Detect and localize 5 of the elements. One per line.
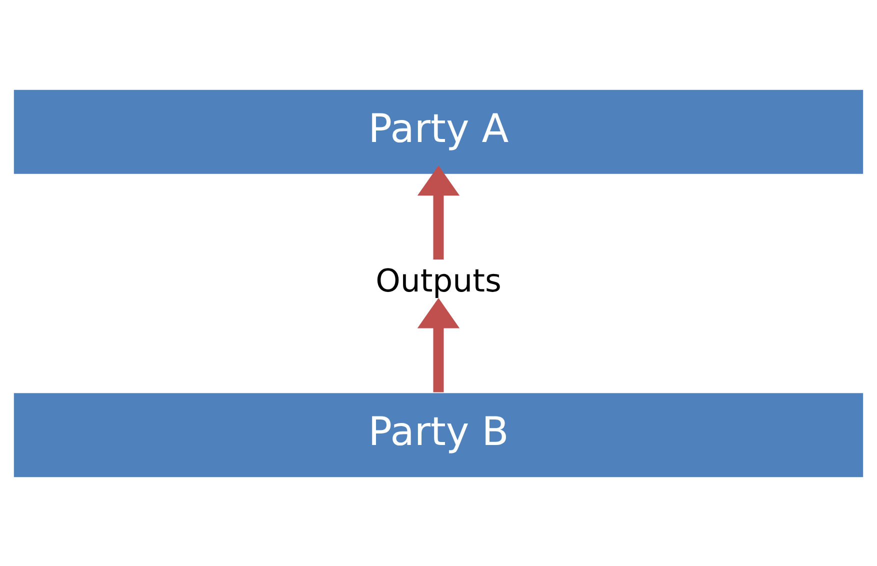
node-text: Outputs [376, 263, 502, 300]
arrow [417, 298, 460, 392]
arrow [417, 165, 460, 260]
node-box: Party B [12, 391, 864, 478]
node-box: Party A [12, 88, 864, 175]
